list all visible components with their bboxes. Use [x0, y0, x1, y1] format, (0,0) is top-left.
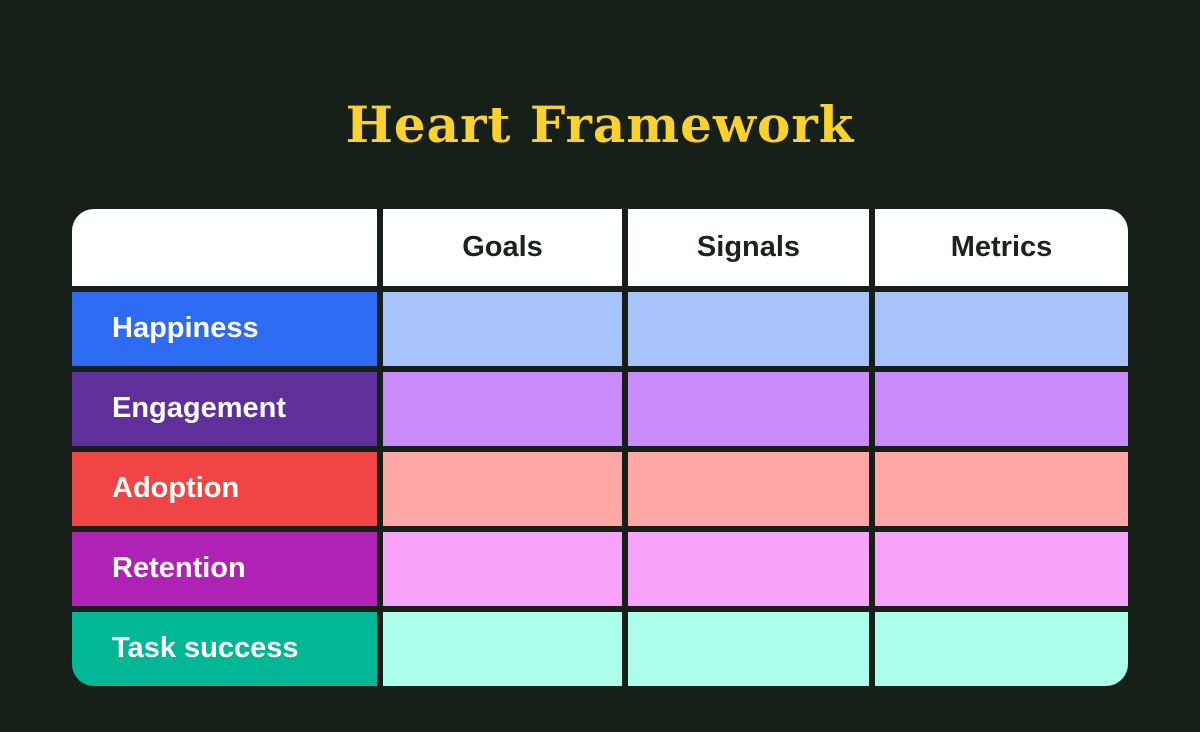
- column-header-metrics: Metrics: [875, 208, 1128, 286]
- column-header-goals: Goals: [383, 208, 622, 286]
- row-label-retention: Retention: [72, 531, 377, 606]
- row-label-task-success: Task success: [72, 611, 377, 686]
- page-title: Heart Framework: [345, 94, 855, 154]
- column-header-signals: Signals: [628, 208, 869, 286]
- heart-framework-table: Goals Signals Metrics Happiness Engageme…: [72, 208, 1128, 686]
- cell-happiness-goals: [383, 291, 622, 366]
- page-background: { "title": "Heart Framework", "theme": {…: [0, 33, 1200, 732]
- cell-adoption-signals: [628, 451, 869, 526]
- row-label-adoption: Adoption: [72, 451, 377, 526]
- cell-happiness-signals: [628, 291, 869, 366]
- cell-retention-metrics: [875, 531, 1128, 606]
- row-label-engagement: Engagement: [72, 371, 377, 446]
- cell-task-success-signals: [628, 611, 869, 686]
- cell-retention-goals: [383, 531, 622, 606]
- cell-adoption-metrics: [875, 451, 1128, 526]
- row-label-happiness: Happiness: [72, 291, 377, 366]
- cell-engagement-metrics: [875, 371, 1128, 446]
- cell-task-success-goals: [383, 611, 622, 686]
- cell-adoption-goals: [383, 451, 622, 526]
- cell-retention-signals: [628, 531, 869, 606]
- cell-engagement-signals: [628, 371, 869, 446]
- cell-task-success-metrics: [875, 611, 1128, 686]
- cell-engagement-goals: [383, 371, 622, 446]
- cell-happiness-metrics: [875, 291, 1128, 366]
- corner-cell: [72, 208, 377, 286]
